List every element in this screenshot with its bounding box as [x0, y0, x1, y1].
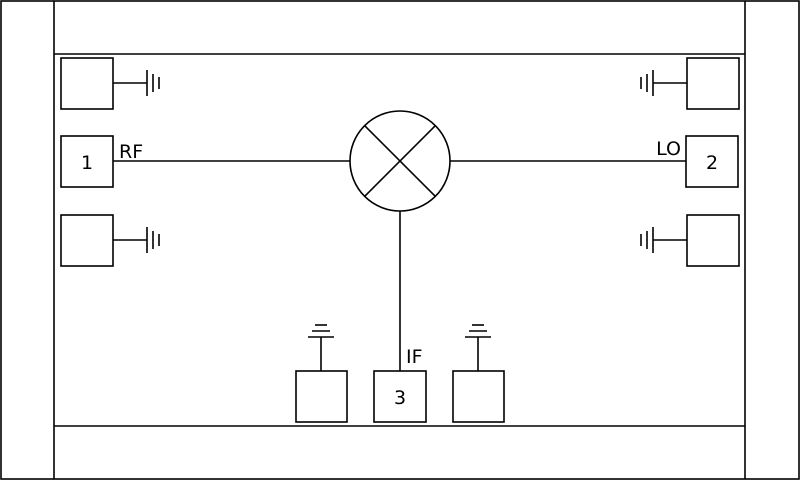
ground-pad-top-left: [60, 57, 160, 110]
rf-port-label: RF: [119, 141, 143, 163]
ground-pad-top-right: [640, 57, 740, 110]
pad-box: [60, 57, 114, 110]
pad-box: [60, 135, 114, 188]
pad-box: [685, 135, 739, 188]
rf-pad: 1: [60, 135, 114, 188]
if-pad: 3: [373, 370, 427, 423]
ground-pad-bottom-2: [452, 324, 505, 423]
if-port-label: IF: [406, 346, 423, 368]
ground-pad-bottom-1: [295, 324, 348, 423]
pad-box: [452, 370, 505, 423]
pad-box: [686, 214, 740, 267]
ground-pad-bottom-left: [60, 214, 160, 267]
rf-pad-number: 1: [81, 152, 93, 174]
lo-port-label: LO: [656, 138, 681, 160]
mixer-cross-line-b: [364, 125, 436, 197]
lo-pad-number: 2: [706, 152, 718, 174]
mixer-x-circle-icon: [349, 110, 451, 212]
pad-box: [295, 370, 348, 423]
pad-box: [373, 370, 427, 423]
signal-traces: [113, 160, 686, 371]
lo-pad: 2: [685, 135, 739, 188]
pad-box: [686, 57, 740, 110]
if-pad-number: 3: [394, 387, 406, 409]
ground-pad-bottom-right: [640, 214, 740, 267]
pad-box: [60, 214, 114, 267]
